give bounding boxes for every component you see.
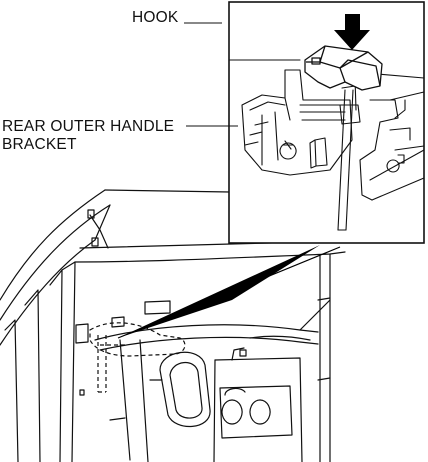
down-arrow-icon <box>334 14 370 50</box>
callout-pointer <box>118 245 320 338</box>
door-panel <box>0 189 346 462</box>
bracket-label-line2: BRACKET <box>2 136 77 153</box>
hook-part <box>304 45 383 91</box>
hidden-bracket-outline <box>89 322 186 393</box>
detail-inset <box>228 1 425 244</box>
hook-label: HOOK <box>132 9 179 26</box>
rear-outer-handle-bracket-label: REAR OUTER HANDLE BRACKET <box>2 118 174 154</box>
bracket-label-line1: REAR OUTER HANDLE <box>2 118 175 135</box>
